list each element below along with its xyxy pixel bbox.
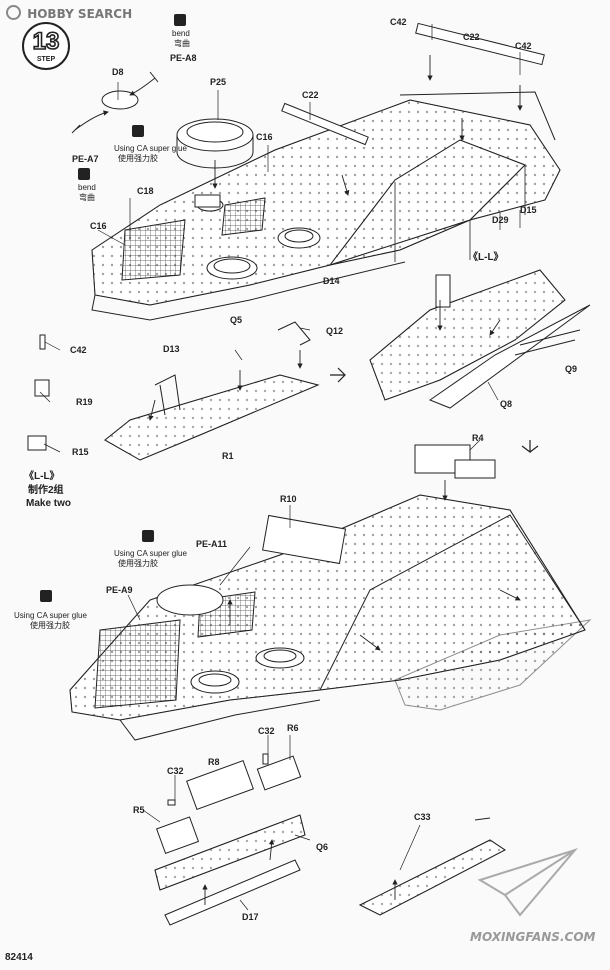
make-two-part-ref: 《L-L》	[24, 471, 60, 482]
part-label-r5: R5	[133, 805, 145, 815]
part-label-q9: Q9	[565, 364, 578, 374]
rear-plate-assembly	[154, 753, 506, 926]
part-label-pe-a11: PE-A11	[196, 539, 228, 549]
part-label-d15: D15	[520, 205, 537, 215]
part-label-q8: Q8	[500, 399, 513, 409]
glue-note-en: Using CA super glue	[14, 611, 87, 620]
part-label-q6: Q6	[316, 842, 329, 852]
part-label-c18: C18	[137, 186, 154, 196]
part-label-c22: C22	[463, 32, 480, 42]
part-label-c42: C42	[515, 41, 532, 51]
glue-bottle-icon	[132, 125, 144, 137]
bend-note-zh: 弯曲	[174, 39, 190, 48]
assembly-arrows	[74, 55, 523, 905]
upper-hull-assembly	[71, 22, 561, 321]
part-label-r4: R4	[472, 433, 484, 443]
part-label-c16: C16	[256, 132, 273, 142]
glue-note-en: Using CA super glue	[114, 144, 187, 153]
part-label-r8: R8	[208, 757, 220, 767]
make-two-zh: 制作2组	[28, 485, 64, 496]
part-label-c42: C42	[70, 345, 87, 355]
bend-note-en: bend	[172, 29, 190, 38]
part-label-c22: C22	[302, 90, 319, 100]
part-label-r1: R1	[222, 451, 234, 461]
part-label-pe-a7: PE-A7	[72, 154, 99, 164]
part-label-c32: C32	[258, 726, 275, 736]
part-label-r15: R15	[72, 447, 89, 457]
glue-note-en: Using CA super glue	[114, 549, 187, 558]
part-label-c33: C33	[414, 812, 431, 822]
part-label-c32: C32	[167, 766, 184, 776]
step-word: STEP	[36, 56, 56, 63]
side-panel-ll-assembly	[27, 269, 591, 461]
leader-lines	[39, 24, 521, 911]
part-label-d14: D14	[323, 276, 340, 286]
bend-icon	[78, 168, 90, 180]
part-label-r10: R10	[280, 494, 297, 504]
bend-icon	[174, 14, 186, 26]
part-label-pe-a9: PE-A9	[106, 585, 133, 595]
step-badge: 13 STEP	[22, 22, 70, 70]
moxingfans-watermark: MOXINGFANS.COM	[470, 930, 596, 944]
glue-bottle-icon	[142, 530, 154, 542]
part-label-d13: D13	[163, 344, 180, 354]
part-label-r19: R19	[76, 397, 93, 407]
hobby-search-watermark: HOBBY SEARCH	[6, 5, 132, 21]
glue-note-zh: 使用强力胶	[118, 154, 158, 163]
part-label-r6: R6	[287, 723, 299, 733]
bend-note-zh: 弯曲	[79, 193, 95, 202]
watermark-top-text: HOBBY SEARCH	[27, 7, 133, 21]
part-label-q5: Q5	[230, 315, 243, 325]
part-label-q12: Q12	[326, 326, 344, 336]
make-two-en: Make two	[26, 498, 72, 509]
part-label-c42: C42	[390, 17, 407, 27]
glue-note-zh: 使用强力胶	[30, 621, 70, 630]
bend-note-en: bend	[78, 183, 96, 192]
glue-bottle-icon	[40, 590, 52, 602]
lower-hull-assembly	[69, 444, 592, 741]
part-label-ll: 《L-L》	[468, 252, 504, 263]
part-label-d29: D29	[492, 215, 509, 225]
watermark-logo-icon	[6, 5, 21, 20]
kit-number: 82414	[5, 952, 33, 963]
part-label-c16: C16	[90, 221, 107, 231]
part-label-p25: P25	[210, 77, 227, 87]
part-label-d17: D17	[242, 912, 259, 922]
part-label-d8: D8	[112, 67, 124, 77]
glue-note-zh: 使用强力胶	[118, 559, 158, 568]
step-number: 13	[32, 27, 60, 56]
part-label-pe-a8: PE-A8	[170, 53, 197, 63]
